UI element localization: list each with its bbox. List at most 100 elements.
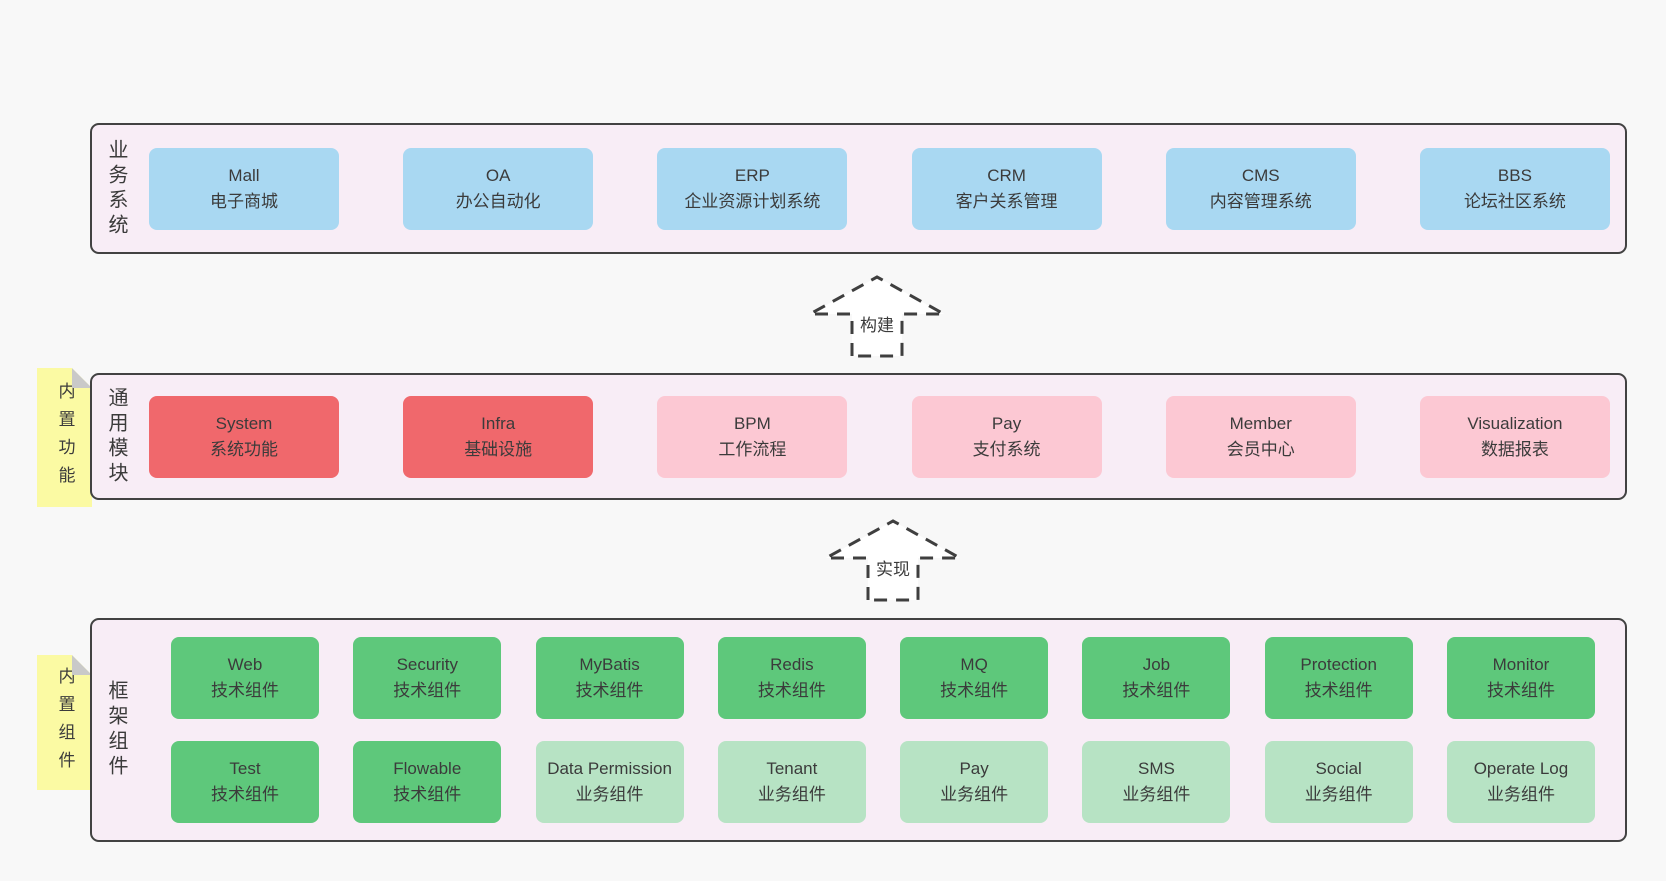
box-title: Infra (481, 413, 516, 433)
business-systems-row: Mall 电子商城 OA 办公自动化 ERP 企业资源计划系统 CRM 客户关系… (149, 147, 1610, 230)
box-title: MyBatis (579, 655, 640, 674)
box-title: Pay (959, 759, 989, 778)
sticky-fold-corner (72, 368, 92, 388)
layer-common-modules: 通用模块 System 系统功能 Infra 基础设施 BPM 工作流程 Pay… (90, 373, 1627, 500)
box-subtitle: 技术组件 (393, 785, 462, 804)
box-title: Security (396, 655, 458, 674)
box-crm: CRM 客户关系管理 (911, 147, 1102, 230)
box-system: System 系统功能 (149, 395, 339, 478)
box-subtitle: 技术组件 (575, 681, 644, 700)
box-title: OA (485, 165, 511, 185)
box-sms: SMS 业务组件 (1082, 741, 1231, 823)
box-data-permission: Data Permission 业务组件 (535, 741, 684, 823)
box-redis: Redis 技术组件 (717, 637, 866, 719)
box-title: BBS (1497, 165, 1532, 185)
box-subtitle: 电子商城 (210, 191, 278, 211)
box-subtitle: 技术组件 (1122, 681, 1191, 700)
box-title: Redis (770, 655, 814, 674)
box-web: Web 技术组件 (171, 637, 319, 719)
box-subtitle: 基础设施 (464, 439, 533, 459)
box-monitor: Monitor 技术组件 (1446, 637, 1595, 719)
box-operate-log: Operate Log 业务组件 (1446, 741, 1595, 823)
sticky-note-builtin-components: 内置组件 (37, 655, 92, 790)
box-title: Member (1229, 413, 1292, 433)
box-subtitle: 技术组件 (1304, 681, 1373, 700)
box-title: System (215, 413, 273, 433)
sticky-fold-corner (72, 655, 92, 675)
box-subtitle: 企业资源计划系统 (684, 191, 821, 211)
box-mq: MQ 技术组件 (900, 637, 1049, 719)
box-subtitle: 内容管理系统 (1209, 191, 1312, 211)
framework-components-row-1: Web 技术组件 Security 技术组件 MyBatis 技术组件 Redi… (171, 637, 1595, 719)
box-mall: Mall 电子商城 (149, 147, 339, 230)
box-subtitle: 技术组件 (211, 785, 279, 804)
box-subtitle: 业务组件 (757, 785, 826, 804)
box-subtitle: 数据报表 (1480, 439, 1549, 459)
box-subtitle: 会员中心 (1226, 439, 1295, 459)
box-subtitle: 业务组件 (1122, 785, 1191, 804)
box-subtitle: 技术组件 (757, 681, 826, 700)
box-subtitle: 论坛社区系统 (1463, 191, 1566, 211)
box-title: ERP (734, 165, 770, 185)
arrow-implement: 实现 (823, 518, 963, 602)
box-title: Flowable (393, 759, 462, 778)
arrow-build-label: 构建 (857, 311, 897, 336)
box-title: Protection (1300, 655, 1377, 674)
box-visualization: Visualization 数据报表 (1419, 395, 1610, 478)
box-flowable: Flowable 技术组件 (353, 741, 502, 823)
box-job: Job 技术组件 (1082, 637, 1231, 719)
box-oa: OA 办公自动化 (403, 147, 594, 230)
box-title: Test (229, 759, 261, 778)
box-title: Monitor (1492, 655, 1550, 674)
box-subtitle: 业务组件 (1304, 785, 1373, 804)
box-title: SMS (1137, 759, 1175, 778)
box-member: Member 会员中心 (1165, 395, 1356, 478)
box-subtitle: 技术组件 (211, 681, 279, 700)
box-mybatis: MyBatis 技术组件 (535, 637, 684, 719)
box-subtitle: 技术组件 (393, 681, 462, 700)
layer-label-business-systems: 业务系统 (105, 138, 127, 239)
box-title: CRM (987, 165, 1026, 185)
box-title: Operate Log (1473, 759, 1569, 778)
box-title: Social (1315, 759, 1362, 778)
box-subtitle: 工作流程 (718, 439, 787, 459)
box-tenant: Tenant 业务组件 (717, 741, 866, 823)
box-title: BPM (733, 413, 771, 433)
box-protection: Protection 技术组件 (1264, 637, 1413, 719)
box-title: Mall (228, 165, 260, 185)
box-title: CMS (1241, 165, 1280, 185)
box-title: MQ (960, 655, 988, 674)
box-bbs: BBS 论坛社区系统 (1419, 147, 1610, 230)
box-pay-component: Pay 业务组件 (900, 741, 1049, 823)
sticky-note-text: 内置功能 (55, 381, 75, 494)
arrow-build: 构建 (807, 274, 947, 358)
box-bpm: BPM 工作流程 (657, 395, 848, 478)
framework-components-row-2: Test 技术组件 Flowable 技术组件 Data Permission … (171, 741, 1595, 823)
box-subtitle: 支付系统 (972, 439, 1041, 459)
box-subtitle: 业务组件 (940, 785, 1009, 804)
framework-components-rows: Web 技术组件 Security 技术组件 MyBatis 技术组件 Redi… (149, 637, 1610, 823)
box-cms: CMS 内容管理系统 (1165, 147, 1356, 230)
box-pay-system: Pay 支付系统 (911, 395, 1102, 478)
box-subtitle: 客户关系管理 (955, 191, 1058, 211)
box-title: Web (227, 655, 263, 674)
box-erp: ERP 企业资源计划系统 (657, 147, 848, 230)
box-test: Test 技术组件 (171, 741, 319, 823)
arrow-implement-label: 实现 (873, 555, 913, 580)
box-subtitle: 系统功能 (210, 439, 278, 459)
box-infra: Infra 基础设施 (403, 395, 594, 478)
box-title: Visualization (1467, 413, 1563, 433)
box-social: Social 业务组件 (1264, 741, 1413, 823)
common-modules-row: System 系统功能 Infra 基础设施 BPM 工作流程 Pay 支付系统… (149, 395, 1610, 478)
layer-label-framework-components: 框架组件 (105, 680, 127, 780)
box-subtitle: 技术组件 (940, 681, 1009, 700)
box-subtitle: 业务组件 (575, 785, 644, 804)
box-subtitle: 办公自动化 (455, 191, 541, 211)
layer-label-common-modules: 通用模块 (105, 386, 127, 487)
layer-business-systems: 业务系统 Mall 电子商城 OA 办公自动化 ERP 企业资源计划系统 CRM… (90, 123, 1627, 254)
box-title: Job (1142, 655, 1171, 674)
layer-framework-components: 框架组件 Web 技术组件 Security 技术组件 MyBatis 技术组件… (90, 618, 1627, 842)
box-title: Tenant (766, 759, 818, 778)
box-security: Security 技术组件 (353, 637, 502, 719)
